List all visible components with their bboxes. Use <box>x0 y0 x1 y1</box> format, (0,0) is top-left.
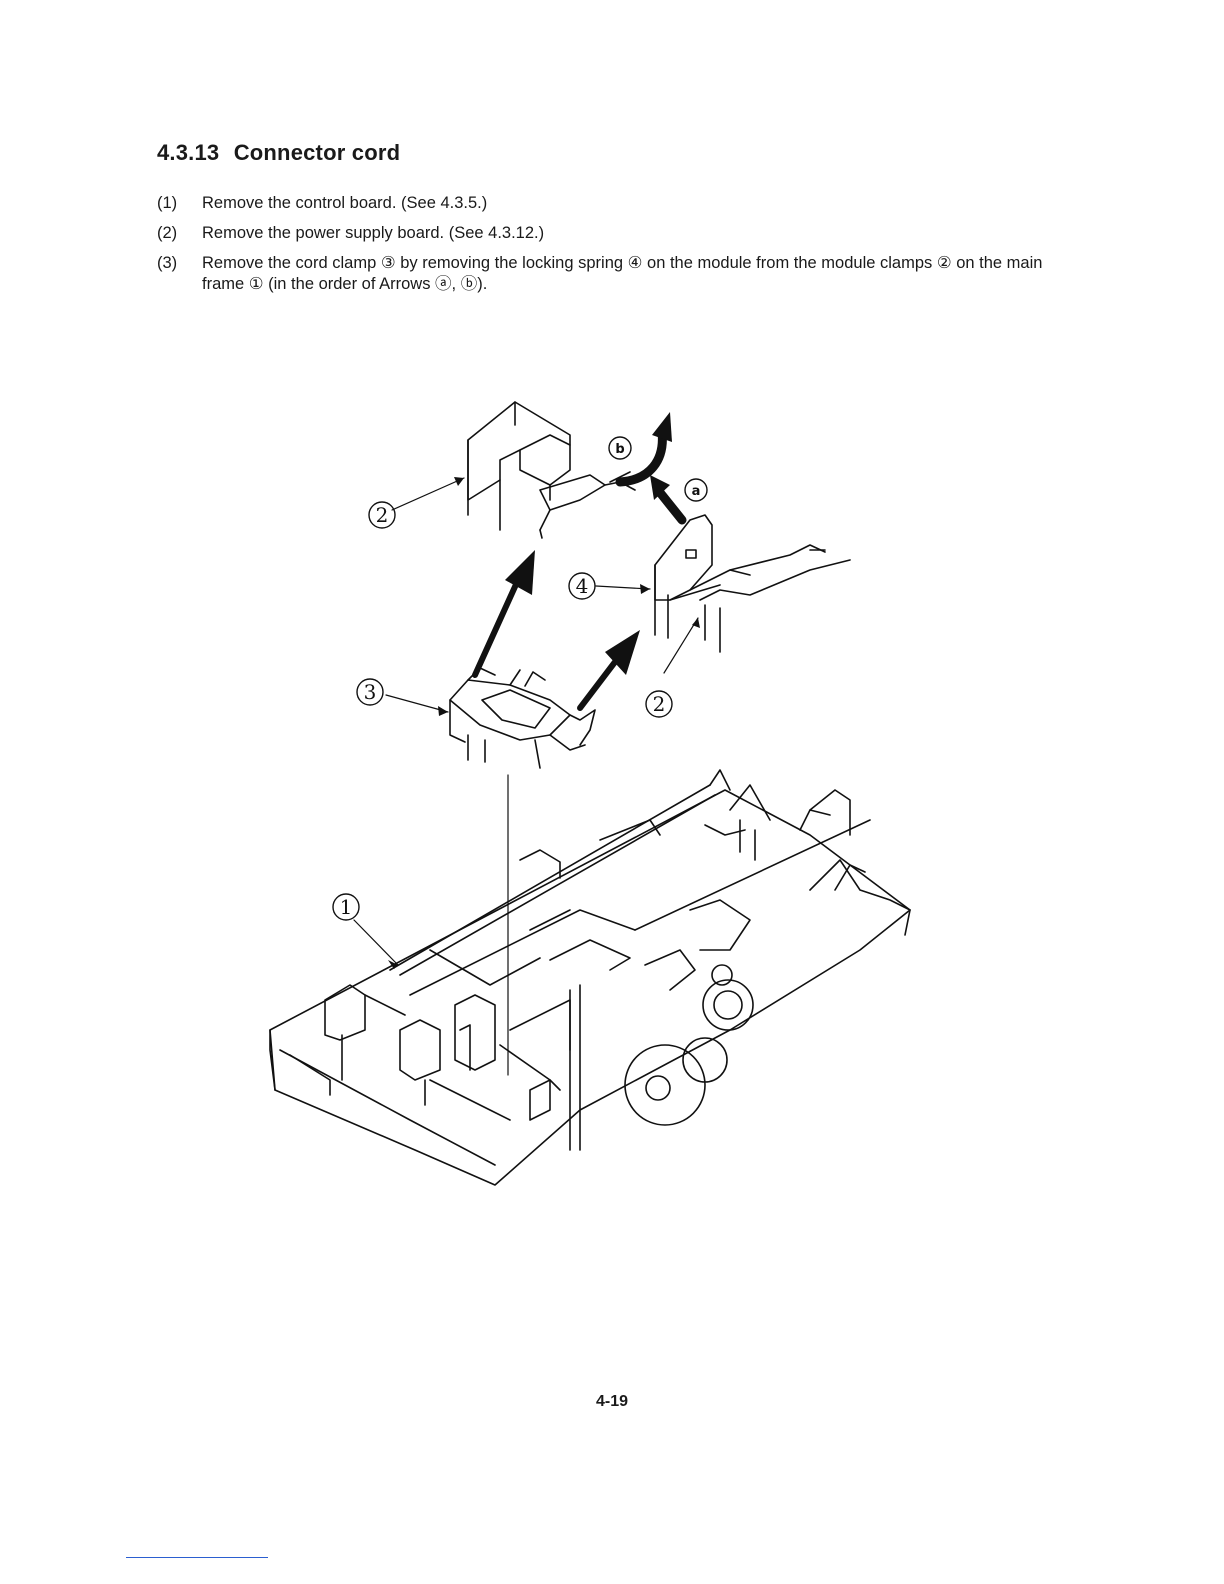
svg-text:b: b <box>615 442 624 457</box>
step-item: (3) Remove the cord clamp ③ by removing … <box>157 253 1057 295</box>
svg-text:2: 2 <box>376 503 389 527</box>
callout-b: b <box>609 437 631 459</box>
step-number: (2) <box>157 223 202 244</box>
locking-spring <box>655 515 850 652</box>
section-number: 4.3.13 <box>157 140 219 165</box>
arrow-a <box>650 475 682 520</box>
step-item: (1) Remove the control board. (See 4.3.5… <box>157 193 1057 214</box>
callout-3: 3 <box>357 679 383 705</box>
svg-text:a: a <box>692 484 701 499</box>
callout-2-lower: 2 <box>646 691 672 717</box>
cord-clamp <box>450 668 595 768</box>
svg-text:3: 3 <box>364 680 377 704</box>
section-title: Connector cord <box>234 140 401 165</box>
module-clamp-upper <box>468 402 635 538</box>
procedure-steps: (1) Remove the control board. (See 4.3.5… <box>157 193 1057 304</box>
callout-2-upper: 2 <box>369 502 395 528</box>
section-heading: 4.3.13 Connector cord <box>157 140 400 166</box>
svg-text:2: 2 <box>653 692 666 716</box>
callout-4: 4 <box>569 573 595 599</box>
step-number: (1) <box>157 193 202 214</box>
page-number: 4-19 <box>0 1393 1224 1411</box>
step-text: Remove the cord clamp ③ by removing the … <box>202 253 1057 295</box>
callout-a: a <box>685 479 707 501</box>
main-frame <box>270 770 910 1185</box>
step-text: Remove the control board. (See 4.3.5.) <box>202 193 1057 214</box>
svg-text:4: 4 <box>576 574 589 598</box>
step-number: (3) <box>157 253 202 295</box>
exploded-view-figure: 2 b a 4 3 2 1 <box>250 390 930 1200</box>
svg-text:1: 1 <box>340 895 353 919</box>
step-text: Remove the power supply board. (See 4.3.… <box>202 223 1057 244</box>
callout-1: 1 <box>333 894 359 920</box>
arrow-b <box>620 412 672 482</box>
footer-rule <box>126 1557 268 1558</box>
step-item: (2) Remove the power supply board. (See … <box>157 223 1057 244</box>
